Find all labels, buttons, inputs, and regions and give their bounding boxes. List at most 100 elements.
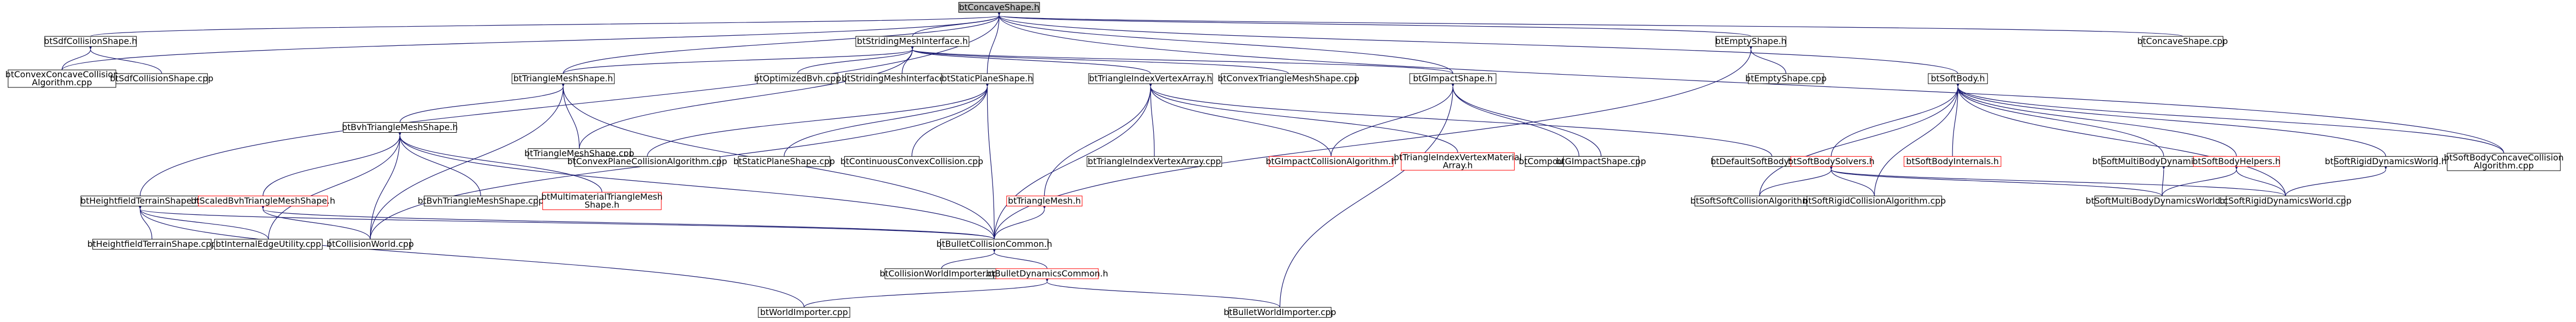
edge-n16-n44 bbox=[369, 130, 402, 239]
edge-n10-n22 bbox=[1148, 82, 1332, 157]
node-btbvhtrianglemeshshape-h[interactable]: btBvhTriangleMeshShape.h bbox=[342, 122, 458, 133]
edge-n45-n46 bbox=[941, 247, 997, 269]
node-box bbox=[44, 36, 137, 47]
node-label: Shape.h bbox=[585, 200, 619, 210]
node-box bbox=[1715, 36, 1786, 47]
node-btscaledbvhtrianglemeshshape-h[interactable]: btScaledBvhTriangleMeshShape.h bbox=[191, 196, 335, 207]
node-box bbox=[940, 239, 1049, 250]
node-label: btConvexConcaveCollision bbox=[5, 69, 119, 79]
node-label: btSdfCollisionShape.h bbox=[44, 36, 137, 46]
node-label: btContinuousConvexCollision.cpp bbox=[840, 156, 983, 166]
node-label: btSoftBodySolvers.h bbox=[1788, 156, 1874, 166]
node-btconvextrianglemeshshape-cpp[interactable]: btConvexTriangleMeshShape.cpp bbox=[1218, 74, 1359, 84]
node-label: btStridingMeshInterface.cpp bbox=[841, 74, 963, 84]
node-btcontinuousconvexcollision-cpp[interactable]: btContinuousConvexCollision.cpp bbox=[840, 156, 983, 167]
node-box bbox=[2226, 196, 2345, 207]
node-btoptimizedbvh-cpp[interactable]: btOptimizedBvh.cpp bbox=[754, 74, 841, 84]
node-label: btBulletDynamicsCommon.h bbox=[986, 268, 1108, 278]
node-label: btTriangleIndexVertexArray.h bbox=[1089, 74, 1212, 84]
edge-n15-n18 bbox=[647, 81, 990, 157]
node-btgimpactshape-h[interactable]: btGImpactShape.h bbox=[1409, 74, 1496, 84]
node-box bbox=[2334, 156, 2438, 167]
edge-n1-n5 bbox=[61, 44, 93, 70]
node-btsoftrigiddynamicsworld-cpp[interactable]: btSoftRigidDynamicsWorld.cpp bbox=[2219, 196, 2352, 207]
node-btstridingmeshinterface-cpp[interactable]: btStridingMeshInterface.cpp bbox=[841, 74, 963, 84]
edge-n10-n45 bbox=[994, 82, 1153, 239]
node-btgimpactcollisionalgorithm-h[interactable]: btGImpactCollisionAlgorithm.h bbox=[1266, 156, 1397, 167]
node-label: btHeightfieldTerrainShape.h bbox=[81, 196, 200, 206]
node-btstridingmeshinterface-h[interactable]: btStridingMeshInterface.h bbox=[855, 36, 970, 47]
node-btcollisionworldimporter-cpp[interactable]: btCollisionWorldImporter.cpp bbox=[880, 268, 1004, 279]
edge-n14-n32 bbox=[1956, 81, 2504, 154]
node-label: btConvexTriangleMeshShape.cpp bbox=[1218, 74, 1359, 84]
node-btcollisionworld-cpp[interactable]: btCollisionWorld.cpp bbox=[327, 239, 414, 250]
node-label: btGImpactShape.h bbox=[1413, 74, 1493, 84]
node-label: btEmptyShape.h bbox=[1715, 36, 1786, 46]
node-btsoftrigidcollisionalgorithm-cpp[interactable]: btSoftRigidCollisionAlgorithm.cpp bbox=[1803, 196, 1946, 207]
node-btbulletcollisioncommon-h[interactable]: btBulletCollisionCommon.h bbox=[936, 239, 1052, 250]
node-btemptyshape-cpp[interactable]: btEmptyShape.cpp bbox=[1745, 74, 1826, 84]
edge-n16-n43 bbox=[268, 130, 403, 239]
edge-n10-n37 bbox=[1044, 82, 1153, 196]
node-btheightfieldterrainshape-cpp[interactable]: btHeightfieldTerrainShape.cpp bbox=[87, 239, 217, 250]
node-btsdfcollisionshape-h[interactable]: btSdfCollisionShape.h bbox=[44, 36, 137, 47]
node-btheightfieldterrainshape-h[interactable]: btHeightfieldTerrainShape.h bbox=[81, 196, 200, 207]
edge-n3-n13 bbox=[1748, 44, 1786, 74]
node-btsoftbody-h[interactable]: btSoftBody.h bbox=[1928, 74, 1988, 84]
edge-n16-n35 bbox=[397, 130, 481, 196]
node-box bbox=[1086, 156, 1222, 167]
node-label: btEmptyShape.cpp bbox=[1745, 74, 1826, 84]
edge-n27-n39 bbox=[1829, 164, 1875, 196]
edge-n7-n44 bbox=[369, 82, 565, 239]
node-btbvhtrianglemeshshape-cpp[interactable]: btBvhTriangleMeshShape.cpp bbox=[417, 196, 544, 207]
edge-n45-n47 bbox=[992, 247, 1047, 269]
edge-n37-n45 bbox=[994, 204, 1047, 239]
node-box bbox=[1006, 196, 1083, 207]
edge-n2-n12 bbox=[910, 44, 1453, 74]
node-bttrianglemesh-h[interactable]: btTriangleMesh.h bbox=[1006, 196, 1083, 207]
node-btbulletworldimporter-cpp[interactable]: btBulletWorldImporter.cpp bbox=[1224, 307, 1336, 318]
edge-n30-n41 bbox=[2234, 164, 2286, 196]
node-label: btBvhTriangleMeshShape.cpp bbox=[417, 196, 543, 206]
node-btemptyshape-h[interactable]: btEmptyShape.h bbox=[1715, 36, 1786, 47]
node-label: btMultimaterialTriangleMesh bbox=[541, 192, 663, 202]
node-btsoftbodyhelpers-h[interactable]: btSoftBodyHelpers.h bbox=[2193, 156, 2281, 167]
edge-n33-n48 bbox=[138, 204, 805, 308]
node-btbulletdynamicscommon-h[interactable]: btBulletDynamicsCommon.h bbox=[986, 268, 1108, 279]
node-bttrianglemeshshape-h[interactable]: btTriangleMeshShape.h bbox=[511, 74, 615, 84]
node-btsoftrigiddynamicsworld-h[interactable]: btSoftRigidDynamicsWorld.h bbox=[2325, 156, 2447, 167]
node-box bbox=[757, 73, 839, 84]
edge-n14-n27 bbox=[1831, 82, 1960, 157]
node-btstaticplaneshape-cpp[interactable]: btStaticPlaneShape.cpp bbox=[734, 156, 835, 167]
edge-n30-n40 bbox=[2162, 164, 2239, 196]
node-btconvexplanecollisionalgorithm-cpp[interactable]: btConvexPlaneCollisionAlgorithm.cpp bbox=[568, 156, 727, 167]
node-bttriangleindexvertexarray-h[interactable]: btTriangleIndexVertexArray.h bbox=[1088, 74, 1213, 84]
node-btsoftbodyinternals-h[interactable]: btSoftBodyInternals.h bbox=[1903, 156, 2002, 167]
node-btstaticplaneshape-h[interactable]: btStaticPlaneShape.h bbox=[941, 73, 1034, 84]
node-btworldimporter-cpp[interactable]: btWorldImporter.cpp bbox=[758, 307, 850, 318]
edge-n0-n3 bbox=[996, 10, 1752, 37]
node-bttriangleindexvertexarray-cpp[interactable]: btTriangleIndexVertexArray.cpp bbox=[1086, 156, 1222, 167]
node-btsdfcollisionshape-cpp[interactable]: btSdfCollisionShape.cpp bbox=[110, 74, 214, 84]
node-label: btSoftBodyInternals.h bbox=[1906, 156, 1999, 166]
edge-n31-n41 bbox=[2285, 164, 2388, 196]
node-btsoftsoftcollisionalgorithm-cpp[interactable]: btSoftSoftCollisionAlgorithm.cpp bbox=[1690, 196, 1829, 207]
node-box bbox=[941, 73, 1034, 84]
node-label: btInternalEdgeUtility.cpp bbox=[216, 239, 321, 249]
node-btinternaledgeutility-cpp[interactable]: btInternalEdgeUtility.cpp bbox=[214, 239, 323, 250]
node-box bbox=[2193, 156, 2280, 167]
node-btconcaveshape-cpp[interactable]: btConcaveShape.cpp bbox=[2137, 36, 2228, 47]
node-btsoftmultibodydynamicsworld-cpp[interactable]: btSoftMultiBodyDynamicsWorld.cpp bbox=[2086, 196, 2239, 207]
node-btsoftbodysolvers-h[interactable]: btSoftBodySolvers.h bbox=[1788, 156, 1874, 167]
node-label: btConcaveShape.cpp bbox=[2137, 36, 2228, 46]
node-btgimpactshape-cpp[interactable]: btGImpactShape.cpp bbox=[1556, 156, 1646, 167]
node-box bbox=[2141, 36, 2224, 47]
edge-n0-n15 bbox=[987, 10, 1002, 74]
node-label: btSoftRigidDynamicsWorld.h bbox=[2325, 156, 2447, 166]
edge-n2-n10 bbox=[910, 44, 1151, 74]
